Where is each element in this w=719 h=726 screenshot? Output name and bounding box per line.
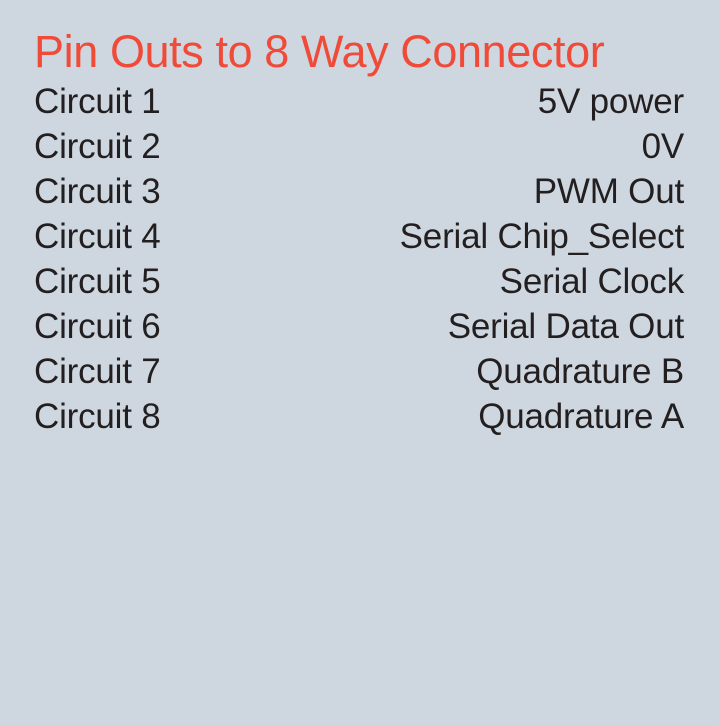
circuit-function: Serial Clock <box>499 262 685 301</box>
list-item: Circuit 8 Quadrature A <box>34 394 684 439</box>
circuit-label: Circuit 6 <box>34 307 161 346</box>
list-item: Circuit 1 5V power <box>34 79 684 124</box>
circuit-function: Quadrature B <box>476 352 684 391</box>
circuit-label: Circuit 8 <box>34 397 161 436</box>
circuit-function: 0V <box>641 127 685 166</box>
slide-content: Pin Outs to 8 Way Connector Circuit 1 5V… <box>34 27 684 439</box>
pinout-list: Circuit 1 5V power Circuit 2 0V Circuit … <box>34 79 684 439</box>
list-item: Circuit 5 Serial Clock <box>34 259 684 304</box>
circuit-label: Circuit 1 <box>34 82 161 121</box>
circuit-function: PWM Out <box>533 172 684 211</box>
list-item: Circuit 6 Serial Data Out <box>34 304 684 349</box>
circuit-label: Circuit 4 <box>34 217 161 256</box>
page-title: Pin Outs to 8 Way Connector <box>34 26 605 77</box>
list-item: Circuit 4 Serial Chip_Select <box>34 214 684 259</box>
circuit-label: Circuit 5 <box>34 262 161 301</box>
list-item: Circuit 2 0V <box>34 124 684 169</box>
circuit-function: Quadrature A <box>478 397 684 436</box>
circuit-function: 5V power <box>537 82 684 121</box>
circuit-label: Circuit 3 <box>34 172 161 211</box>
circuit-label: Circuit 2 <box>34 127 161 166</box>
circuit-function: Serial Chip_Select <box>399 217 685 256</box>
circuit-function: Serial Data Out <box>447 307 684 346</box>
circuit-label: Circuit 7 <box>34 352 161 391</box>
list-item: Circuit 7 Quadrature B <box>34 349 684 394</box>
list-item: Circuit 3 PWM Out <box>34 169 684 214</box>
